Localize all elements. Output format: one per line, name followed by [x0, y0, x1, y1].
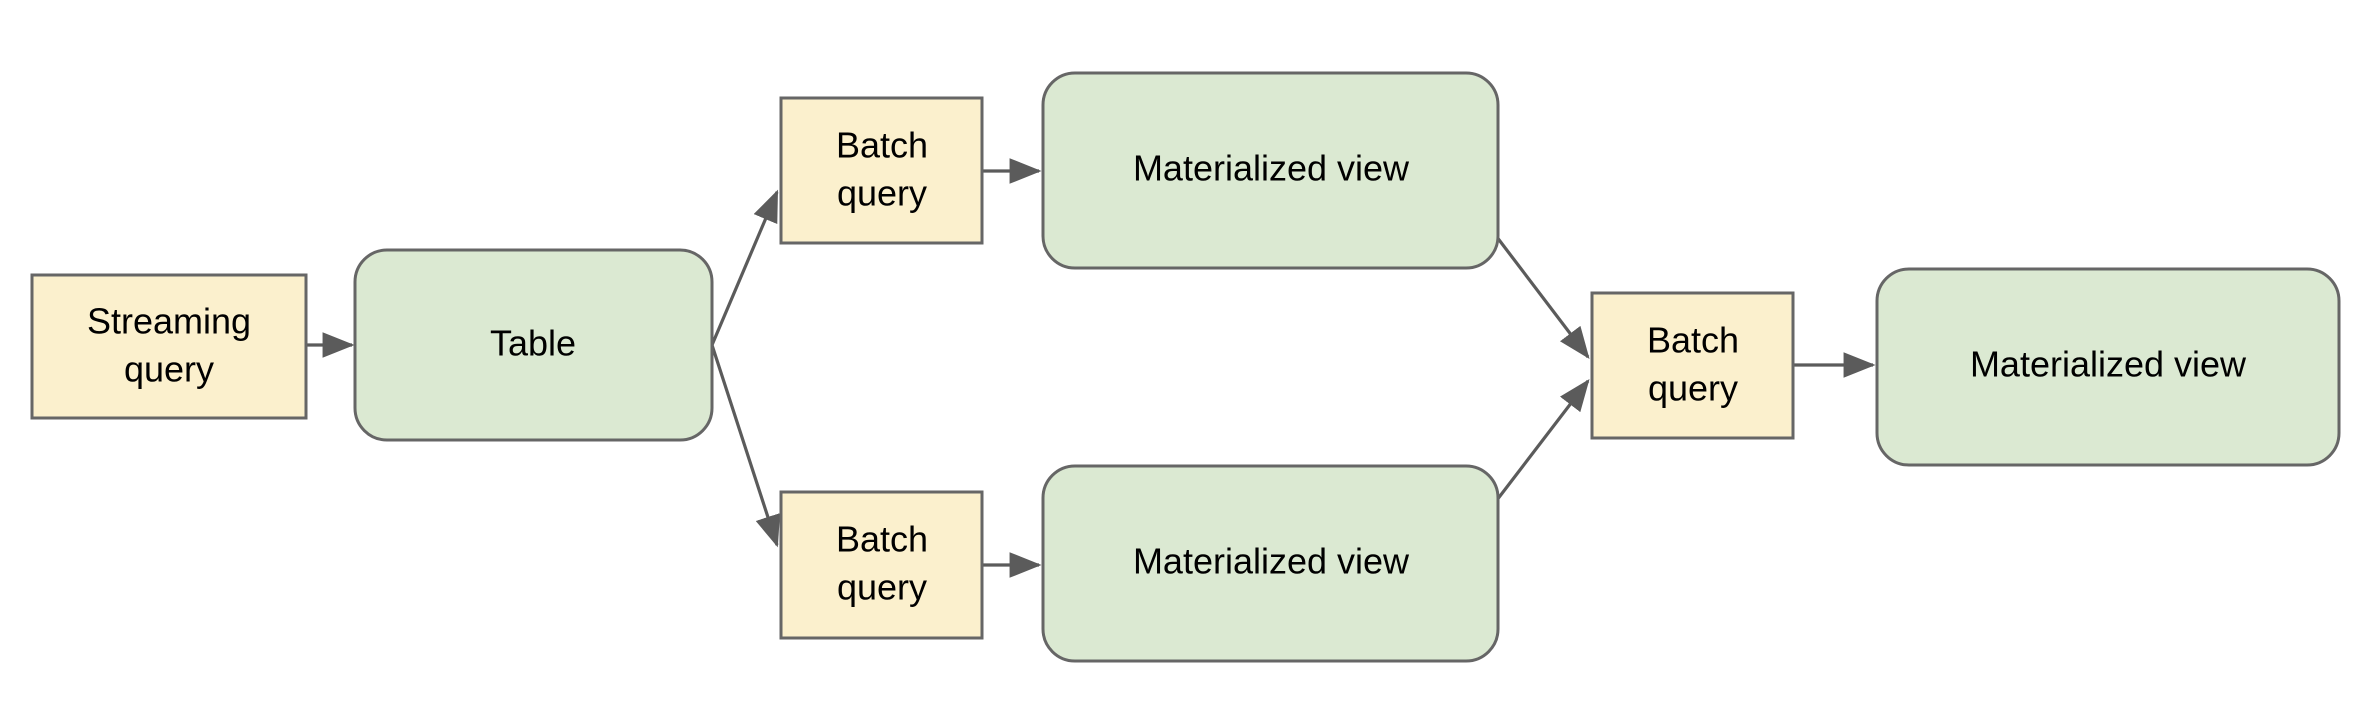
edge-materialized-view-bottom-to-batch-query-final: [1485, 378, 1590, 514]
node-materialized-view-bottom-shape[interactable]: [1041, 464, 1500, 663]
node-table-shape[interactable]: [353, 248, 714, 442]
node-batch-query-bottom-shape[interactable]: [779, 490, 984, 640]
edge-layer: [307, 158, 1876, 578]
node-materialized-view-final[interactable]: Materialized view: [1875, 267, 2341, 467]
node-table[interactable]: Table: [353, 248, 714, 442]
node-batch-query-bottom[interactable]: Batch query: [779, 490, 984, 640]
node-materialized-view-bottom[interactable]: Materialized view: [1041, 464, 1500, 663]
node-materialized-view-top-shape[interactable]: [1041, 71, 1500, 270]
node-layer: Streaming query Table Batch query Materi…: [30, 71, 2341, 663]
node-batch-query-top-shape[interactable]: [779, 96, 984, 245]
edge-table-to-batch-query-top: [710, 189, 779, 346]
node-streaming-query-shape[interactable]: [30, 273, 308, 420]
node-batch-query-final-shape[interactable]: [1590, 291, 1795, 440]
node-streaming-query[interactable]: Streaming query: [30, 273, 308, 420]
node-materialized-view-final-shape[interactable]: [1875, 267, 2341, 467]
node-batch-query-final[interactable]: Batch query: [1590, 291, 1795, 440]
edge-materialized-view-top-to-batch-query-final: [1485, 223, 1590, 360]
edge-table-to-batch-query-bottom: [710, 344, 781, 548]
node-batch-query-top[interactable]: Batch query: [779, 96, 984, 245]
node-materialized-view-top[interactable]: Materialized view: [1041, 71, 1500, 270]
